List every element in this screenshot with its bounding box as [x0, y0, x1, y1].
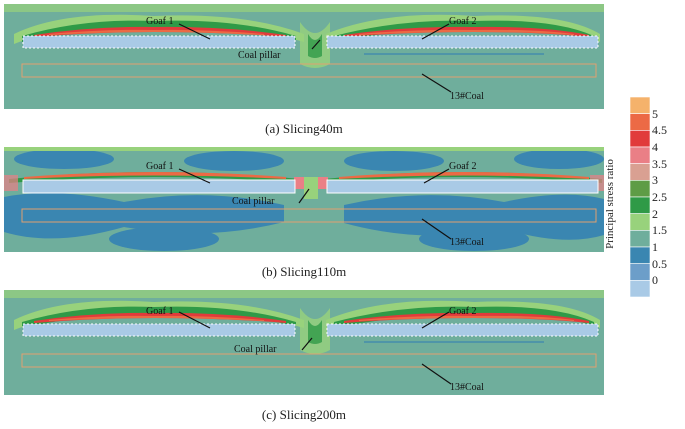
colorbar-swatch-9	[629, 246, 651, 264]
goaf2-label: Goaf 2	[449, 306, 477, 317]
colorbar-swatch-7	[629, 213, 651, 231]
coal-pillar-label: Coal pillar	[234, 344, 277, 355]
colorbar-swatch-0	[629, 96, 651, 114]
contour-panel-a: Goaf 1 Goaf 2 Coal pillar 13#Coal	[4, 4, 604, 109]
contour-panel-b: Goaf 1 Goaf 2 Coal pillar 13#Coal	[4, 147, 604, 252]
contour-panel-c: Goaf 1 Goaf 2 Coal pillar 13#Coal	[4, 290, 604, 395]
colorbar-label-7: 1.5	[652, 223, 667, 238]
coal-seam-label: 13#Coal	[450, 382, 484, 393]
caption-c: (c) Slicing200m	[261, 407, 347, 422]
colorbar-swatch-8	[629, 230, 651, 248]
colorbar-label-8: 1	[652, 240, 658, 254]
goaf1-label: Goaf 1	[146, 306, 174, 317]
goaf2-label: Goaf 2	[449, 161, 477, 172]
caption-b: (b) Slicing110m	[261, 264, 347, 279]
colorbar-label-9: 0.5	[652, 256, 667, 271]
colorbar-label-6: 2	[652, 206, 658, 221]
colorbar-label-0: 5	[652, 106, 658, 121]
colorbar-swatch-3	[629, 146, 651, 164]
goaf1-label: Goaf 1	[146, 16, 174, 27]
colorbar-swatches	[629, 96, 651, 298]
colorbar-swatch-2	[629, 130, 651, 148]
colorbar-swatch-1	[629, 113, 651, 131]
colorbar-label-4: 3	[652, 173, 658, 188]
colorbar-title-text: Principal stress ratio	[604, 159, 616, 249]
colorbar-label-1: 4.5	[652, 123, 667, 138]
colorbar: 5 4.5 4 3.5 3 2.5 2 1.5 1 0.5 0	[629, 96, 685, 302]
colorbar-swatch-6	[629, 196, 651, 214]
coal-pillar-label: Coal pillar	[232, 196, 275, 207]
goaf2-label: Goaf 2	[449, 16, 477, 27]
colorbar-title: Principal stress ratio	[603, 150, 616, 260]
colorbar-label-3: 3.5	[652, 156, 667, 171]
colorbar-label-5: 2.5	[652, 190, 667, 204]
coal-seam-label: 13#Coal	[450, 237, 484, 248]
colorbar-swatch-5	[629, 180, 651, 198]
goaf1-label: Goaf 1	[146, 161, 174, 172]
colorbar-swatch-4	[629, 163, 651, 181]
colorbar-swatch-10	[629, 263, 651, 281]
coal-seam-label: 13#Coal	[450, 91, 484, 102]
colorbar-label-10: 0	[652, 273, 658, 288]
colorbar-swatch-11	[629, 280, 651, 298]
caption-a: (a) Slicing40m	[265, 121, 343, 136]
colorbar-label-2: 4	[652, 140, 658, 154]
coal-pillar-label: Coal pillar	[238, 50, 281, 61]
